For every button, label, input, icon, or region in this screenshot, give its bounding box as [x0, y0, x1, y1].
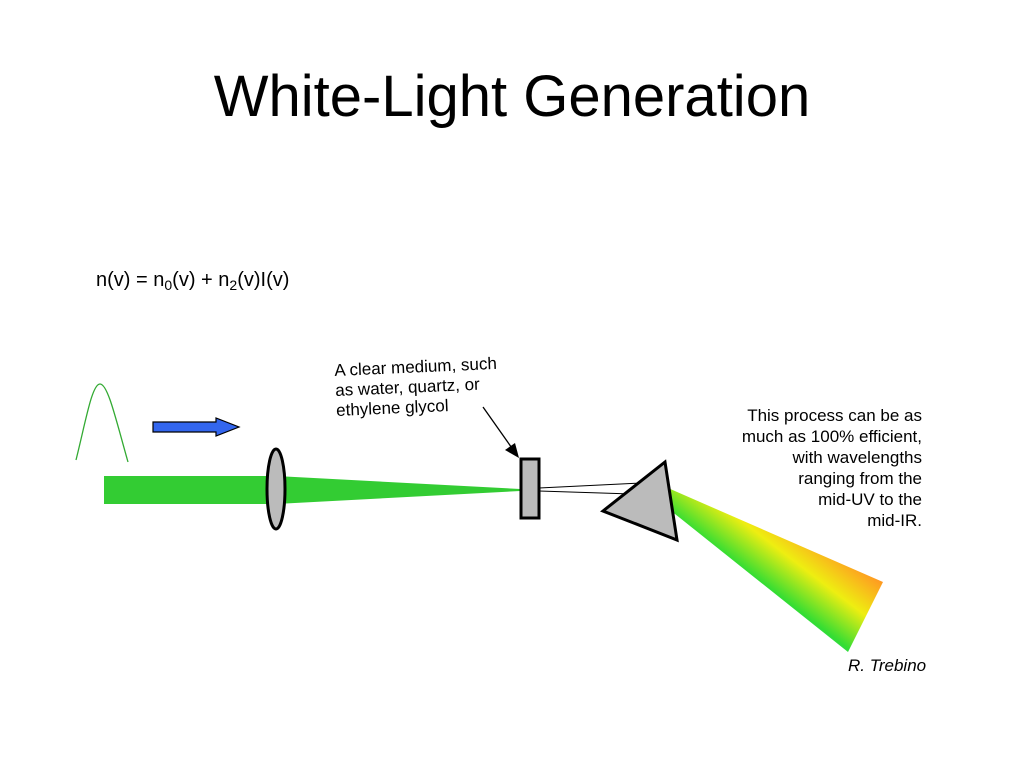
dispersing-prism [600, 459, 679, 543]
clear-medium-cell [519, 457, 541, 520]
medium-annotation: A clear medium, such as water, quartz, o… [334, 353, 498, 420]
pulse-shape-icon [75, 383, 129, 463]
author-credit: R. Trebino [848, 656, 927, 675]
equation-lhs: n(v) = n [96, 269, 165, 291]
equation-subscript-2: 2 [229, 277, 238, 293]
slide-title: White-Light Generation [213, 64, 811, 129]
nonlinear-index-equation: n(v) = n0(v) + n2(v)I(v) [96, 266, 289, 294]
medium-pointer-line [482, 406, 515, 452]
direction-arrow-body [152, 417, 241, 437]
white-light-ray-upper [538, 482, 643, 489]
direction-arrow-icon [152, 417, 241, 437]
equation-rhs: (v)I(v) [237, 269, 290, 291]
focusing-beam [276, 476, 520, 504]
equation-mid: (v) + n [172, 269, 230, 291]
white-light-ray-lower [538, 490, 633, 495]
medium-pointer-arrowhead-icon [505, 443, 519, 458]
input-beam [104, 476, 276, 504]
focusing-lens [265, 447, 287, 531]
dispersed-spectrum [668, 488, 883, 652]
process-annotation: This process can be as much as 100% effi… [741, 406, 922, 530]
equation-subscript-0: 0 [164, 277, 173, 293]
